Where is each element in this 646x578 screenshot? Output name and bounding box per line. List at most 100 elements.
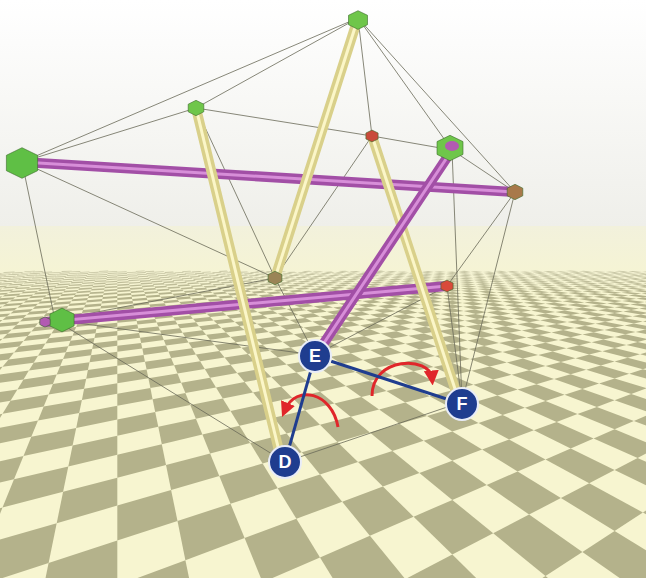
floor-tile	[555, 310, 580, 315]
floor-tile	[419, 461, 486, 500]
strut-body	[196, 108, 280, 455]
floor-tile	[636, 298, 646, 301]
floor-tile	[540, 318, 567, 324]
point-marker: E	[298, 339, 332, 373]
floor-tile	[57, 362, 90, 374]
floor-tile	[38, 400, 82, 421]
floor-tile	[45, 336, 72, 344]
floor-tile	[442, 301, 462, 305]
end-cap	[40, 317, 50, 327]
floor-tile	[527, 335, 559, 343]
floor-tile	[554, 374, 599, 389]
floor-tile	[464, 309, 487, 314]
floor-tile	[493, 515, 582, 576]
floor-tile	[396, 310, 418, 315]
floor-tile	[522, 328, 552, 335]
floor-tile	[500, 297, 520, 300]
floor-tile	[592, 340, 627, 349]
floor-tile	[463, 302, 484, 306]
floor-tile	[163, 300, 179, 304]
floor-tile	[258, 311, 278, 316]
floor-tile	[342, 487, 413, 536]
floor-tile	[630, 303, 646, 307]
cable	[22, 18, 358, 162]
floor-tile	[607, 302, 630, 306]
floor-tile	[582, 332, 614, 339]
floor-tile	[625, 324, 646, 330]
floor-tile	[245, 519, 320, 578]
floor-tile	[586, 366, 629, 379]
floor-tile	[86, 366, 117, 379]
floor-tile	[561, 315, 587, 320]
floor-tile	[196, 351, 225, 361]
floor-tile	[512, 370, 554, 384]
floor-tile	[514, 317, 540, 322]
floor-haze	[0, 226, 646, 296]
cables	[22, 18, 515, 462]
cable	[462, 192, 515, 402]
floor-tile	[132, 298, 147, 301]
floor-tile	[84, 304, 101, 308]
floor-tile	[164, 337, 189, 345]
floor-tile	[481, 296, 501, 299]
floor-tile	[615, 358, 646, 369]
floor-tile	[579, 298, 600, 301]
floor-tile	[178, 322, 200, 328]
floor-tile	[623, 310, 646, 315]
floor-tile	[43, 296, 61, 299]
floor-tile	[487, 472, 561, 515]
floor-tile	[643, 320, 646, 326]
floor-tile	[541, 299, 562, 302]
floor-tile	[38, 346, 68, 356]
floor-tile	[567, 320, 595, 326]
floor-tile	[117, 560, 196, 578]
floor-tile	[599, 379, 646, 395]
cable	[55, 320, 315, 355]
floor-tile	[101, 305, 118, 309]
floor-tile	[443, 297, 463, 300]
floor-tile	[482, 440, 545, 472]
floor-tile	[424, 431, 482, 460]
floor-tile	[346, 381, 387, 397]
floor-tile	[580, 312, 606, 317]
floor-tile	[405, 341, 436, 350]
floor-tile	[379, 403, 427, 424]
end-cap	[437, 135, 463, 161]
floor-tile	[90, 352, 118, 363]
floor-tile	[117, 490, 177, 541]
floor-tile	[552, 330, 583, 337]
floor-tile	[257, 322, 280, 328]
floor-tile	[643, 496, 646, 549]
floor-tile	[86, 299, 102, 302]
floor-tile	[385, 325, 411, 331]
point-label: E	[309, 347, 321, 365]
end-cap	[50, 308, 74, 332]
end-cap	[188, 100, 204, 115]
floor-tile	[320, 536, 405, 578]
floor-tile	[358, 303, 378, 307]
floor-tile	[294, 332, 320, 339]
floor-tile	[574, 308, 598, 312]
floor-tile	[550, 306, 574, 310]
strut-body	[372, 136, 458, 398]
floor-tile	[269, 330, 294, 337]
floor-tile	[92, 340, 117, 349]
link-line	[290, 372, 311, 445]
floor-tile	[299, 313, 321, 318]
floor-tile	[267, 306, 286, 310]
floor-tile	[645, 301, 646, 305]
floor-tile	[216, 382, 253, 398]
floor-tile	[347, 336, 375, 344]
floor-tile	[53, 301, 71, 305]
floor-tile	[634, 413, 646, 437]
floor-tile	[442, 304, 463, 308]
floor-tile	[68, 436, 117, 467]
floor-tile	[271, 372, 307, 386]
strut	[372, 136, 458, 398]
cable	[358, 18, 372, 136]
floor-tile	[24, 428, 77, 456]
floor-tile	[503, 349, 539, 359]
floor-tile	[206, 332, 230, 339]
floor-tile	[489, 315, 514, 320]
